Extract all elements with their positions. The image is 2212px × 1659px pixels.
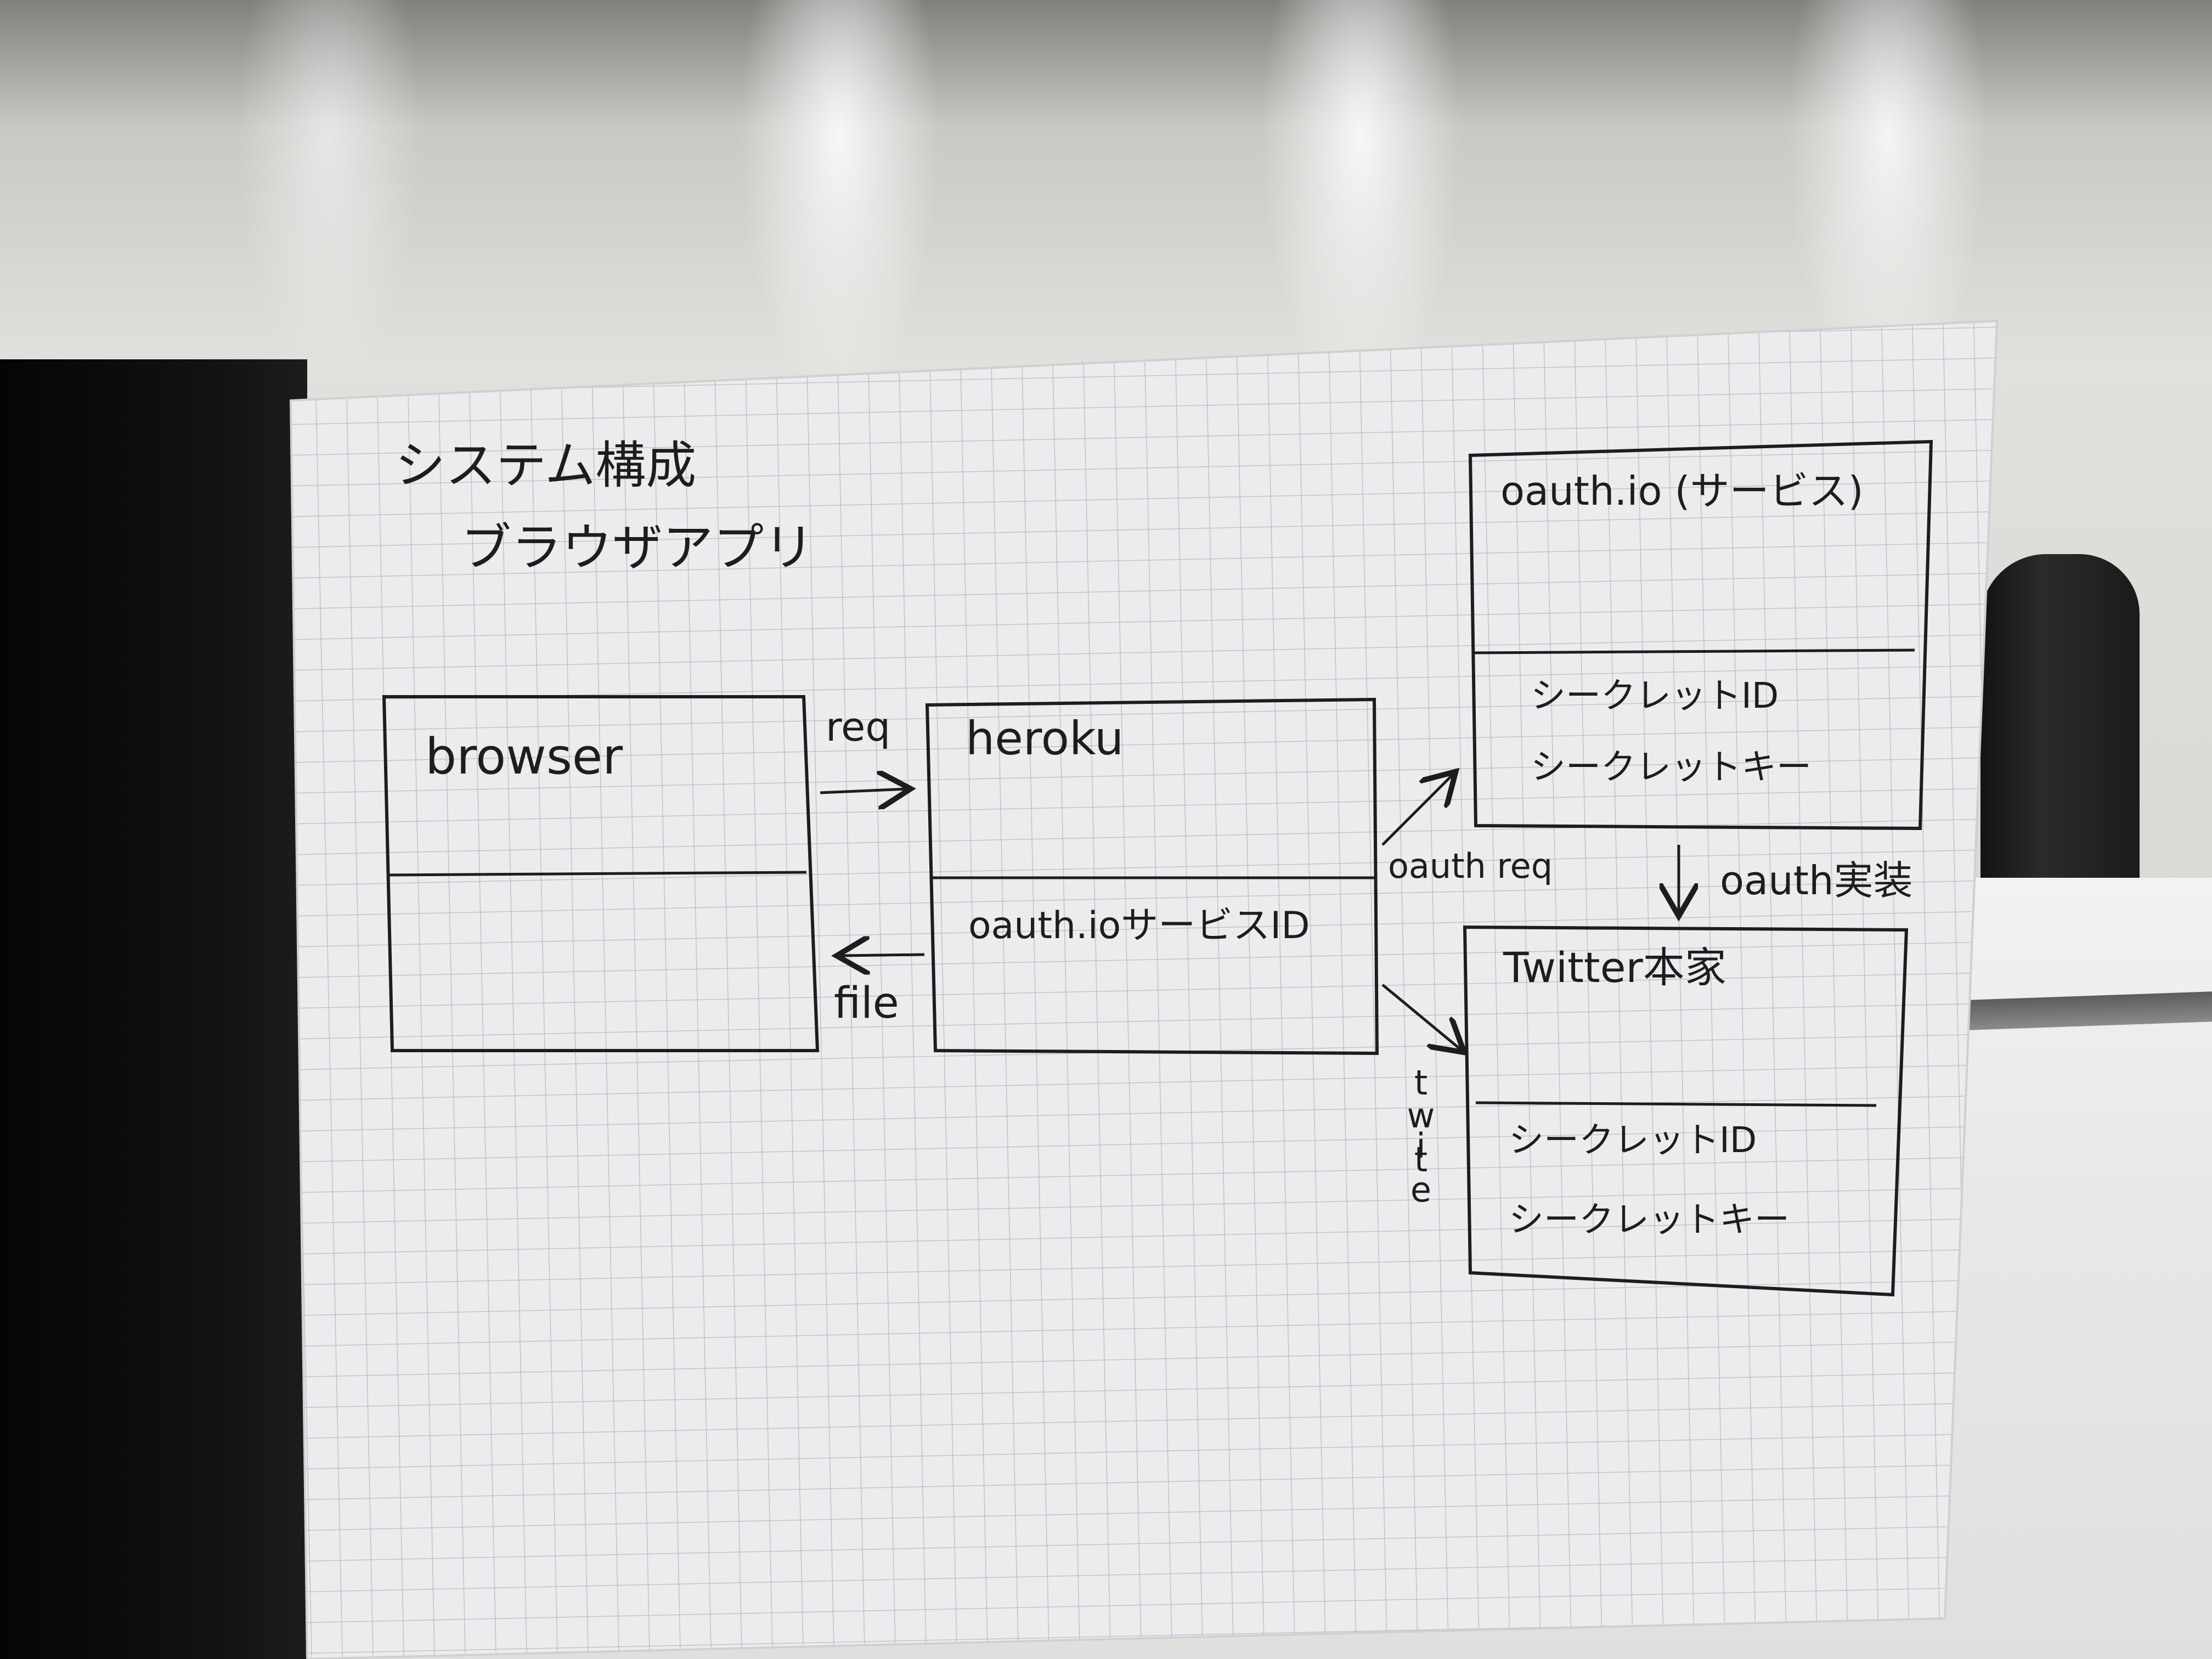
office-chair bbox=[1980, 554, 2140, 894]
twite-char: w bbox=[1407, 1096, 1435, 1136]
twite-label: t w i t e bbox=[1407, 1063, 1435, 1210]
twitter-secret-key: シークレットキー bbox=[1509, 1200, 1790, 1240]
heroku-label: heroku bbox=[966, 712, 1124, 765]
file-arrow bbox=[839, 955, 925, 956]
twite-char: t bbox=[1414, 1063, 1427, 1103]
twitter-label: Twitter本家 bbox=[1503, 943, 1726, 992]
heroku-box: heroku oauth.ioサービスID bbox=[925, 697, 1379, 1056]
oauth-box: oauth.io (サービス) シークレットID シークレットキー bbox=[1468, 439, 1933, 831]
twite-char: i bbox=[1416, 1126, 1425, 1166]
twitter-secret-id: シークレットID bbox=[1509, 1120, 1757, 1161]
grid-lines bbox=[291, 321, 1997, 1659]
browser-box: browser bbox=[382, 695, 820, 1052]
twite-char: e bbox=[1410, 1170, 1431, 1210]
twitter-box: Twitter本家 シークレットID シークレットキー bbox=[1463, 925, 1909, 1297]
req-arrow bbox=[820, 789, 908, 793]
twitter-divider bbox=[1475, 1101, 1877, 1107]
oauth-divider bbox=[1472, 648, 1915, 654]
file-label: file bbox=[834, 979, 899, 1028]
twite-arrow bbox=[1381, 984, 1462, 1051]
browser-divider bbox=[386, 871, 807, 877]
oauth-req-arrow bbox=[1381, 774, 1454, 846]
oauth-impl-label: oauth実装 bbox=[1720, 857, 1913, 904]
oauth-secret-id: シークレットID bbox=[1531, 676, 1779, 716]
oauth-label: oauth.io (サービス) bbox=[1500, 468, 1864, 514]
req-label: req bbox=[826, 704, 890, 750]
notebook-cover bbox=[0, 359, 307, 1659]
title-line1: システム構成 bbox=[395, 436, 696, 495]
heroku-service-id: oauth.ioサービスID bbox=[968, 904, 1310, 947]
title-line2: ブラウザアプリ bbox=[461, 518, 814, 577]
oauth-req-label: oauth req bbox=[1388, 846, 1553, 886]
oauth-secret-key: シークレットキー bbox=[1531, 747, 1812, 788]
twite-char: t bbox=[1414, 1139, 1427, 1180]
browser-label: browser bbox=[425, 728, 623, 786]
